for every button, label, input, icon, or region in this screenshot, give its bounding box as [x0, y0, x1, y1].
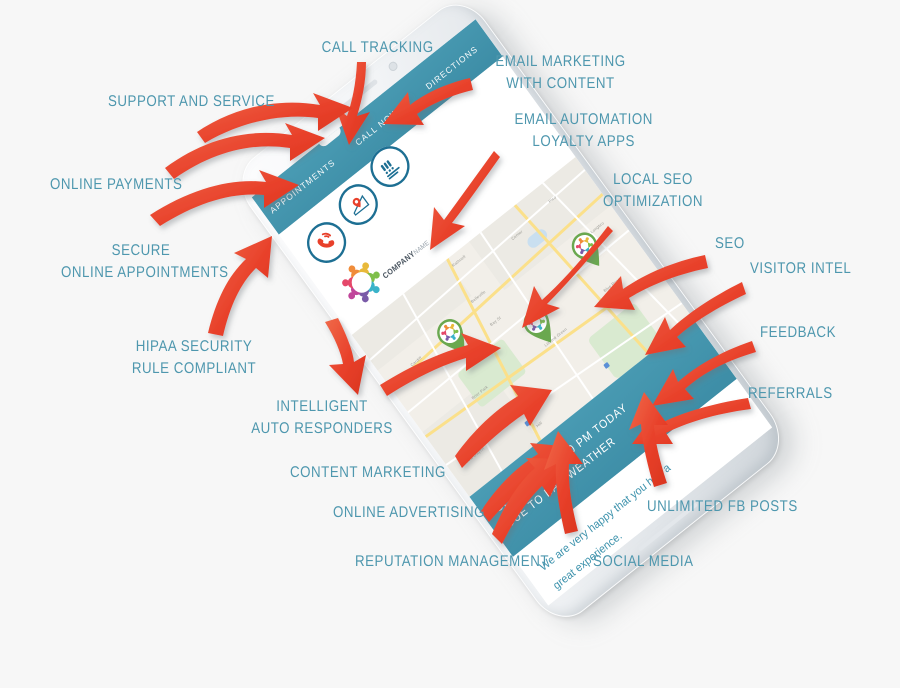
- callout-email-automation: EMAIL AUTOMATION LOYALTY APPS: [514, 111, 653, 150]
- callout-visitor-intel: VISITOR INTEL: [750, 260, 852, 277]
- callout-referrals: REFERRALS: [748, 385, 833, 402]
- callout-call-tracking: CALL TRACKING: [321, 39, 434, 56]
- callout-content-marketing: CONTENT MARKETING: [290, 464, 446, 481]
- review-button-yelp[interactable]: yelp ★★★★★: [714, 537, 773, 606]
- callout-seo: SEO: [715, 235, 745, 252]
- tab-notch: [317, 125, 343, 149]
- callout-unlimited-fb-posts: UNLIMITED FB POSTS: [647, 498, 798, 515]
- list-icon[interactable]: [362, 137, 418, 196]
- front-camera-icon: [386, 59, 400, 73]
- company-name-main: COMPANY: [381, 249, 417, 281]
- callout-secure-appointments: SECURE ONLINE APPOINTMENTS: [61, 242, 229, 281]
- callout-hipaa-security: HIPAA SECURITY RULE COMPLIANT: [131, 338, 257, 377]
- callout-online-payments: ONLINE PAYMENTS: [50, 176, 183, 193]
- callout-social-media: SOCIAL MEDIA: [593, 553, 694, 570]
- callout-support-and-service: SUPPORT AND SERVICE: [108, 93, 275, 110]
- company-name-suffix: NAME: [412, 239, 431, 257]
- phone-icon[interactable]: [299, 213, 355, 272]
- people-circle-logo: [342, 262, 380, 303]
- callout-email-marketing: EMAIL MARKETING WITH CONTENT: [495, 53, 626, 92]
- callout-online-advertising: ONLINE ADVERTISING: [333, 504, 486, 521]
- rating-stars: ★★★★★: [744, 573, 773, 605]
- callout-reputation-management: REPUTATION MANAGEMENT: [355, 553, 550, 570]
- company-name: COMPANYNAME: [381, 238, 431, 281]
- callout-local-seo: LOCAL SEO OPTIMIZATION: [602, 171, 704, 210]
- svg-text:yelp: yelp: [741, 578, 758, 595]
- brand-row: COMPANYNAME: [316, 108, 576, 335]
- quick-action-icon-row: [278, 56, 541, 287]
- yelp-logo-icon: yelp: [740, 575, 758, 595]
- map-pin-icon[interactable]: [330, 175, 386, 234]
- callout-feedback: FEEDBACK: [760, 324, 836, 341]
- callout-auto-responders: INTELLIGENT AUTO RESPONDERS: [251, 398, 393, 437]
